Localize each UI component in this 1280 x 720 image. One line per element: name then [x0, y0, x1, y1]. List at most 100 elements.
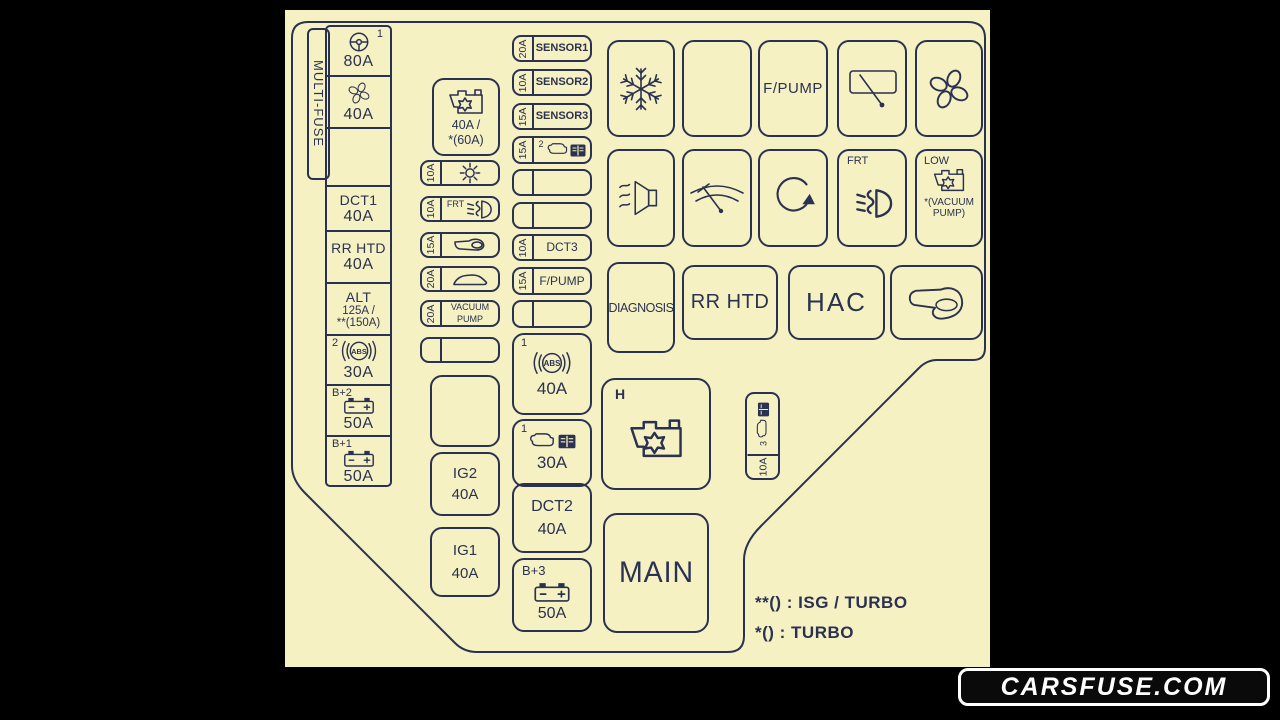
fuse-amp-section [514, 204, 534, 227]
fuse-amp: 80A [343, 53, 374, 70]
engine-icon [449, 89, 483, 114]
fuse-amp: 50A [537, 604, 567, 622]
fuse-sensor3: 15A SENSOR3 [512, 103, 592, 130]
fuse-frt-fog-10a: 10A FRT [420, 196, 500, 222]
fuse-cell-dct1: DCT1 40A [327, 185, 390, 230]
engine-fuse-box: 40A / *(60A) [432, 78, 500, 156]
watermark-badge: CARSFUSE.COM [958, 668, 1270, 706]
fuse-empty [512, 300, 592, 328]
battery-icon [343, 450, 374, 467]
fuse-amp-section: 10A [422, 198, 442, 220]
fuse-amp: 10A [425, 199, 437, 219]
relay-label: RR HTD [690, 291, 770, 313]
fuse-cell-empty [327, 127, 390, 185]
fuse-cell-80a: 1 80A [327, 27, 390, 75]
fuse-empty [420, 337, 500, 363]
abs-40a-box: 1 ABS 40A [512, 333, 592, 415]
fuse-vacuum-pump-20a: 20A VACUUM PUMP [420, 300, 500, 327]
fuse-amp: 10A [425, 163, 437, 183]
relay-label: DIAGNOSIS [608, 300, 674, 315]
fuse-label: SENSOR2 [535, 75, 589, 88]
fuse-amp-section: 15A [514, 138, 534, 162]
fuse-amp-section: 10A [514, 236, 534, 259]
fuse-amp-section: 20A [514, 37, 534, 60]
fuse-name: DCT2 [531, 497, 573, 515]
fuse-amp-section: 15A [514, 105, 534, 128]
fuse-label: F/PUMP [539, 273, 585, 288]
fuse-index: 3 [758, 441, 768, 447]
engine-icon [630, 419, 682, 458]
relay-label: FRT [847, 155, 869, 167]
abs-icon: ABS [341, 340, 376, 362]
fan-icon [348, 82, 369, 104]
main-fuse-box: MAIN [603, 513, 709, 633]
ig2-box: IG2 40A [430, 452, 500, 516]
windshield-wiper-icon [690, 183, 744, 214]
fuse-name: RR HTD [331, 240, 386, 256]
relay-sub-label: *(VACUUM [924, 197, 974, 208]
fuse-index: 1 [521, 423, 528, 435]
relay-wiper-panel [837, 40, 907, 137]
horn-icon [454, 238, 485, 251]
fuse-sensor1: 20A SENSOR1 [512, 35, 592, 62]
relay-low-vacuum-pump: LOW *(VACUUM PUMP) [915, 149, 983, 247]
multi-fuse-column: 1 80A 40A [325, 25, 392, 487]
blower-icon [619, 180, 658, 216]
book-icon [558, 434, 576, 449]
fuse-box-outline [291, 21, 986, 653]
fuse-label: DCT3 [546, 240, 578, 255]
fuse-label: SENSOR1 [535, 41, 589, 54]
dct2-box: DCT2 40A [512, 483, 592, 553]
fuse-engine-book-15a: 15A 2 [512, 136, 592, 164]
fuse-amp: 20A [517, 39, 529, 58]
fuse-amp: 30A [536, 453, 568, 472]
abs-icon: ABS [533, 351, 571, 375]
rotation-arrow-icon [776, 177, 815, 212]
fuse-amp: 30A [343, 364, 374, 381]
fuse-amp: 40A [343, 256, 374, 273]
fuse-cell-alt: ALT 125A / **(150A) [327, 282, 390, 334]
fuse-amp: 20A [425, 269, 437, 289]
fuse-name: IG2 [452, 465, 478, 482]
fuse-amp-section: 20A [422, 268, 442, 290]
fuse-amp-section [422, 339, 442, 361]
fuse-empty [512, 202, 592, 229]
fuse-hood-20a: 20A [420, 266, 500, 292]
fuse-amp-alt: *(60A) [448, 133, 484, 147]
fuse-label: FRT [446, 199, 465, 209]
fuse-sensor2: 10A SENSOR2 [512, 69, 592, 96]
watermark-text: CARSFUSE.COM [1000, 672, 1228, 701]
h-fusible-link-box: H [601, 378, 711, 490]
fuse-amp: 10A [517, 238, 529, 257]
fuse-ac-10a: 10A [420, 160, 500, 186]
relay-label: LOW [924, 155, 950, 167]
ac-icon [459, 162, 481, 184]
box-label: MAIN [618, 556, 694, 589]
fuse-amp: 15A [517, 140, 529, 160]
fuse-amp: 40A [451, 565, 479, 582]
engine-icon [547, 143, 567, 154]
fog-light-icon [467, 199, 493, 219]
relay-starter [758, 149, 828, 247]
fuse-cell-b1: B+1 50A [327, 435, 390, 489]
fuse-name: B+2 [332, 387, 352, 399]
wiper-panel-icon [849, 69, 897, 107]
box-label: H [615, 386, 626, 402]
fuse-amp: 10A [517, 73, 529, 92]
fuse-amp: 40A [451, 486, 479, 503]
relay-label: F/PUMP [763, 80, 823, 97]
vertical-fuse-10a: 10A 3 [745, 392, 780, 480]
fuse-fpump: 15A F/PUMP [512, 267, 592, 295]
legend-line-1: **() : ISG / TURBO [755, 593, 908, 612]
fuse-amp-section: 10A [422, 162, 442, 184]
fuse-amp: 10A [747, 454, 778, 478]
fan-icon [929, 69, 969, 108]
fuse-amp: 40A [536, 379, 568, 398]
fuse-index: 1 [521, 337, 528, 349]
battery-icon [534, 582, 570, 602]
fuse-amp: 15A [517, 271, 529, 291]
fuse-name: B+1 [332, 438, 352, 450]
fuse-amp-section: 20A [422, 302, 442, 325]
book-icon [756, 402, 769, 417]
